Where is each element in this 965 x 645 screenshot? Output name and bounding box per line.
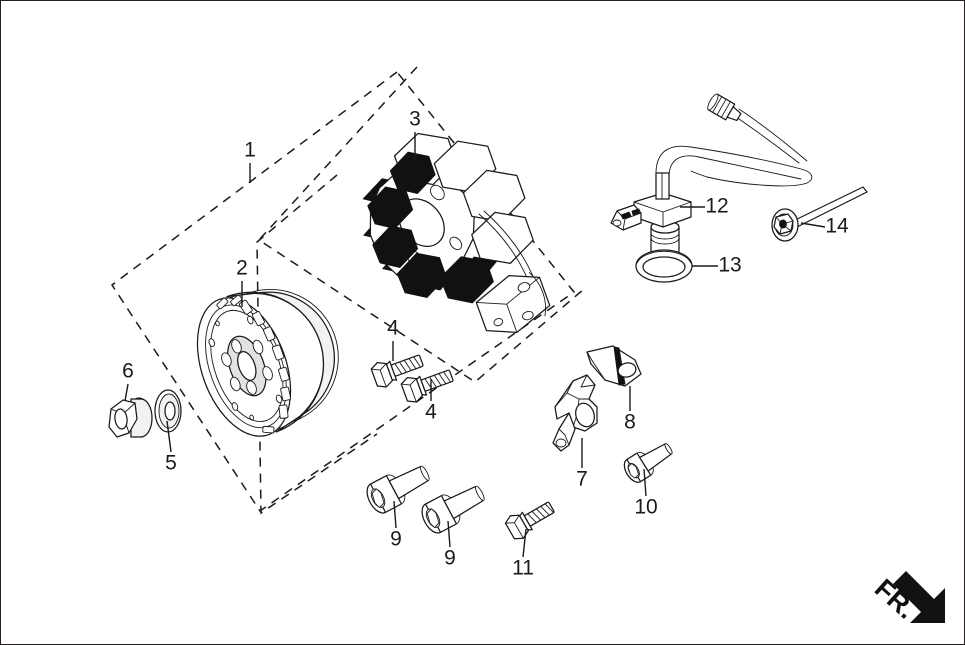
group-box-1 xyxy=(110,70,576,513)
part-cord-guide-plate xyxy=(586,345,642,387)
part-o-ring xyxy=(635,249,693,283)
part-wire-clamp-bracket xyxy=(552,374,598,452)
leader-line-socket-bolt-left xyxy=(393,500,397,529)
orientation-marker: FR. xyxy=(869,571,945,625)
callout-leader-lines xyxy=(124,132,826,558)
callout-number-3[interactable]: 3 xyxy=(409,108,421,131)
sensor-lead-wire xyxy=(655,145,813,187)
callout-number-6[interactable]: 6 xyxy=(122,360,134,383)
leader-line-socket-bolt-right xyxy=(447,520,451,548)
bolt-threads xyxy=(394,356,421,375)
bracket-eye xyxy=(575,402,595,428)
bolt-threads xyxy=(527,503,555,524)
leader-line-washer xyxy=(166,420,172,453)
callout-number-2[interactable]: 2 xyxy=(236,257,248,280)
group-boundaries xyxy=(110,66,585,515)
group-box-3-outer xyxy=(257,66,585,383)
group-box-3-inner xyxy=(256,174,378,515)
part-socket-bolt-10 xyxy=(623,443,673,483)
plate-hole xyxy=(617,362,637,378)
callout-number-4[interactable]: 4 xyxy=(387,317,399,340)
callout-number-11[interactable]: 11 xyxy=(512,557,534,580)
callout-number-9b[interactable]: 9 xyxy=(444,547,456,570)
callout-number-12[interactable]: 12 xyxy=(705,195,728,218)
sensor-connector-lead xyxy=(732,108,808,164)
callout-number-5[interactable]: 5 xyxy=(165,452,177,475)
part-stator-coil-assembly xyxy=(362,132,534,304)
stator-mount-foot xyxy=(475,272,551,333)
callout-number-9[interactable]: 9 xyxy=(390,528,402,551)
bolt-threads xyxy=(424,371,451,390)
leader-line-socket-bolt-bracket xyxy=(643,468,647,497)
sensor-connector-plug xyxy=(707,93,742,122)
callout-number-10[interactable]: 10 xyxy=(634,496,657,519)
nut-bore xyxy=(114,408,128,430)
callout-number-4b[interactable]: 4 xyxy=(425,401,437,424)
part-flange-bolt-4a xyxy=(370,354,424,388)
oring-inner xyxy=(642,256,686,278)
arrow-down-right-icon xyxy=(893,571,945,623)
part-flywheel-nut xyxy=(108,397,153,438)
callout-number-1[interactable]: 1 xyxy=(244,139,256,162)
part-sensor-mounting-bolt xyxy=(771,186,868,242)
callout-number-7[interactable]: 7 xyxy=(576,468,588,491)
callout-number-8[interactable]: 8 xyxy=(624,411,636,434)
part-crank-position-sensor xyxy=(610,172,692,258)
washer-bore xyxy=(164,401,176,421)
leader-line-flange-bolt-clamp xyxy=(522,528,527,558)
stator-coils-bottom xyxy=(367,151,494,304)
part-flange-bolt-4b xyxy=(400,369,454,403)
part-flange-bolt-11 xyxy=(504,501,555,540)
callout-number-14[interactable]: 14 xyxy=(825,215,849,238)
part-socket-bolt-9b xyxy=(421,485,485,534)
part-washer xyxy=(154,389,182,433)
leader-line-sensor-mounting-bolt xyxy=(800,222,826,228)
callout-number-13[interactable]: 13 xyxy=(718,254,741,277)
leader-line-flywheel-nut xyxy=(124,383,129,402)
part-flywheel-rotor xyxy=(196,289,339,437)
rotor-magnet-slots xyxy=(239,299,292,419)
